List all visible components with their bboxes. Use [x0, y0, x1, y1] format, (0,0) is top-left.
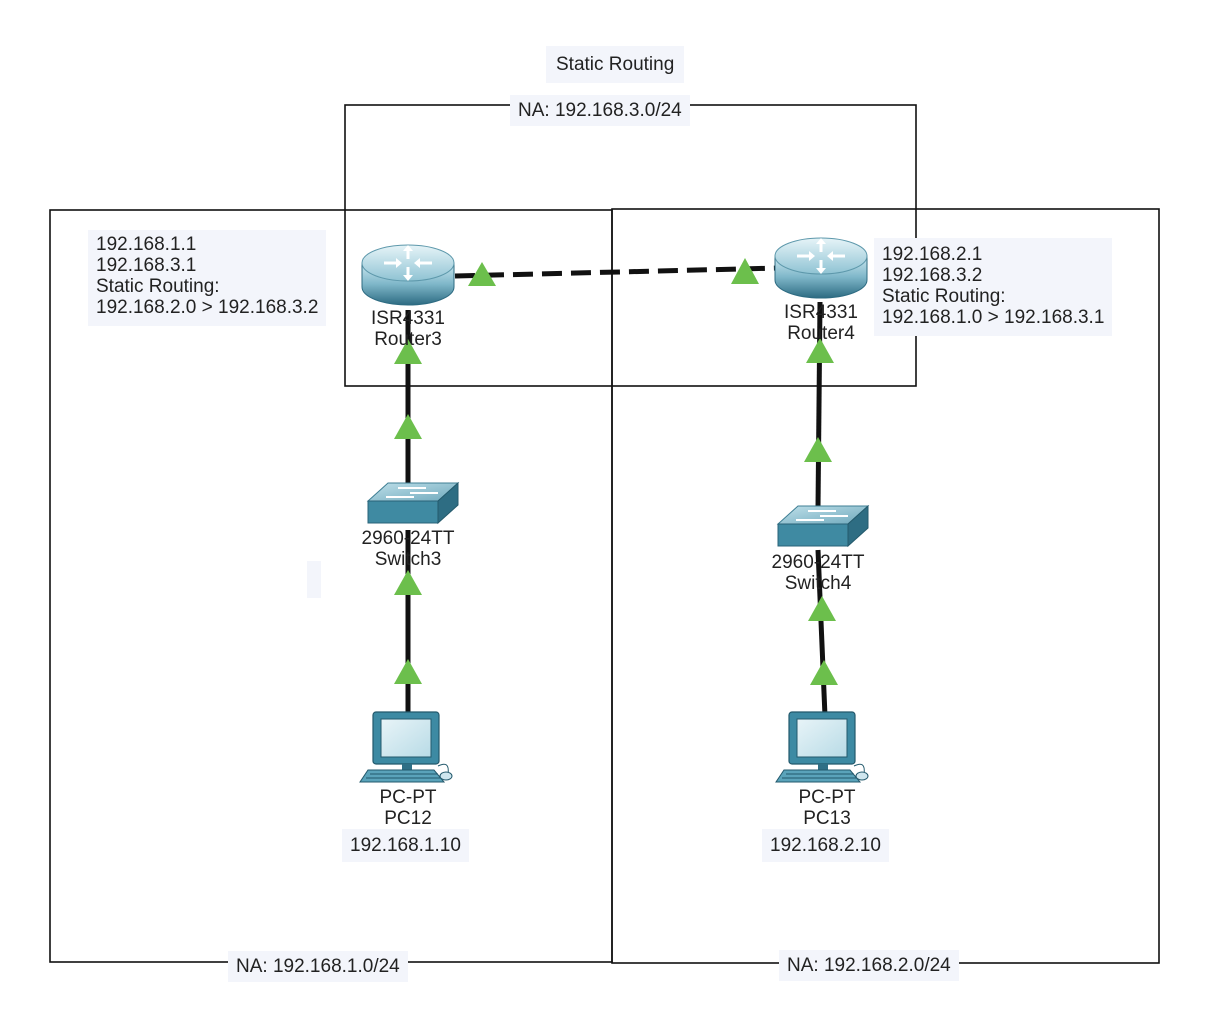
pc13-icon[interactable]: [775, 711, 869, 783]
pc12-ip-label: 192.168.1.10: [342, 829, 469, 862]
pc12-name: PC12: [384, 808, 432, 829]
router4-note-line: 192.168.3.2: [882, 265, 983, 286]
router3-model: ISR4331: [371, 308, 445, 329]
router4-name: Router4: [787, 323, 855, 344]
router4-label: ISR4331 Router4: [771, 302, 871, 344]
router4-note: 192.168.2.1 192.168.3.2 Static Routing: …: [874, 238, 1113, 336]
network-label-top: NA: 192.168.3.0/24: [510, 95, 690, 126]
link-status-up-icon: [808, 596, 836, 621]
link-status-up-icon: [394, 659, 422, 684]
router3-icon[interactable]: [361, 244, 455, 306]
switch4-model: 2960-24TT: [771, 552, 865, 573]
switch4-icon[interactable]: [776, 504, 870, 548]
pc13-model: PC-PT: [798, 787, 856, 808]
link-status-up-icon: [810, 660, 838, 685]
router3-label: ISR4331 Router3: [358, 308, 458, 350]
empty-note-box: [307, 561, 321, 598]
network-label-left: NA: 192.168.1.0/24: [228, 951, 408, 982]
link-router3-router4: [454, 265, 781, 279]
switch3-model: 2960-24TT: [361, 528, 455, 549]
link-status-up-icon: [804, 437, 832, 462]
link-status-up-icon: [731, 258, 759, 284]
router3-note-line: 192.168.3.1: [96, 255, 197, 276]
pc12-label: PC-PT PC12: [358, 787, 458, 829]
router3-note: 192.168.1.1 192.168.3.1 Static Routing: …: [88, 230, 327, 326]
diagram-title: Static Routing: [546, 46, 685, 83]
link-status-up-icon: [394, 339, 422, 364]
router3-note-line: Static Routing:: [96, 276, 220, 297]
router4-model: ISR4331: [784, 302, 858, 323]
router4-note-line: Static Routing:: [882, 286, 1006, 307]
router3-note-line: 192.168.1.1: [96, 234, 197, 255]
link-router4-switch4: [815, 301, 823, 509]
switch3-name: Switch3: [374, 549, 442, 570]
link-switch4-pc13: [815, 549, 828, 717]
link-status-up-icon: [394, 414, 422, 439]
pc13-name: PC13: [803, 808, 851, 829]
network-label-right: NA: 192.168.2.0/24: [779, 950, 959, 981]
link-status-up-icon: [468, 262, 496, 286]
router3-note-line: 192.168.2.0 > 192.168.3.2: [96, 297, 319, 318]
router4-icon[interactable]: [774, 237, 868, 299]
switch3-label: 2960-24TT Switch3: [345, 528, 471, 570]
router3-name: Router3: [374, 329, 442, 350]
pc12-icon[interactable]: [359, 711, 453, 783]
router4-note-line: 192.168.2.1: [882, 244, 983, 265]
link-status-up-icon: [394, 570, 422, 595]
switch4-label: 2960-24TT Switch4: [755, 552, 881, 594]
switch4-name: Switch4: [784, 573, 852, 594]
pc12-model: PC-PT: [379, 787, 437, 808]
link-status-up-icon: [806, 338, 834, 363]
switch3-icon[interactable]: [366, 481, 460, 525]
pc13-label: PC-PT PC13: [777, 787, 877, 829]
router4-note-line: 192.168.1.0 > 192.168.3.1: [882, 307, 1105, 328]
pc13-ip-label: 192.168.2.10: [762, 829, 889, 862]
